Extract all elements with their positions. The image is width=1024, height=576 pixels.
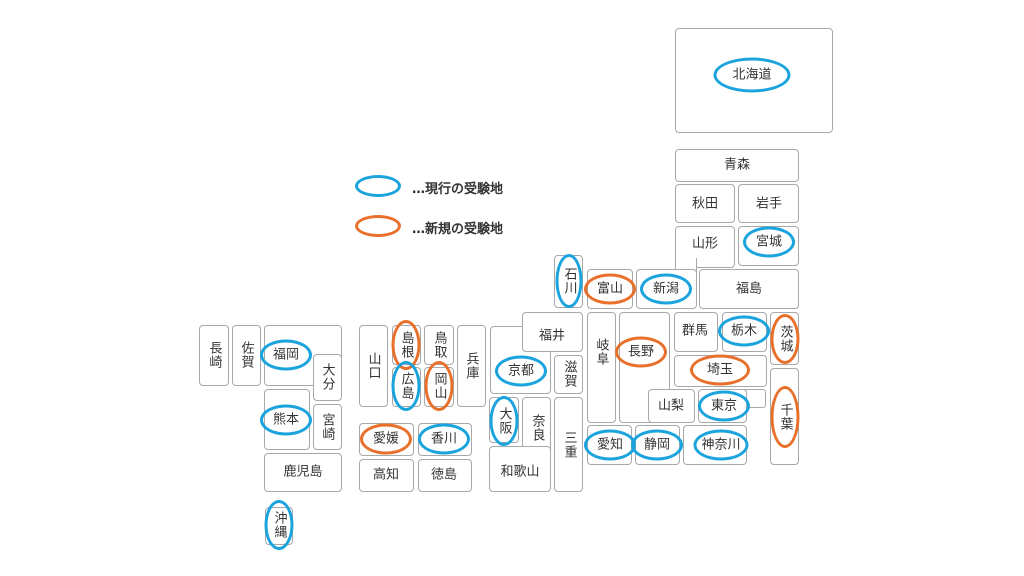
pref-label-kumamoto: 熊本 — [259, 404, 313, 436]
pref-label-saitama: 埼玉 — [689, 354, 751, 386]
pref-label-ibaraki: 茨城 — [770, 314, 800, 364]
pref-label-okayama: 岡山 — [424, 361, 454, 411]
pref-label-miyazaki: 宮崎 — [319, 413, 335, 441]
pref-label-gunma: 群馬 — [681, 323, 709, 339]
pref-label-nagasaki: 長崎 — [206, 341, 222, 369]
pref-label-tochigi: 栃木 — [717, 315, 771, 347]
pref-label-wakayama: 和歌山 — [500, 464, 540, 480]
legend-current-marker — [355, 175, 401, 197]
pref-label-aomori: 青森 — [723, 157, 751, 173]
pref-label-shiga: 滋賀 — [561, 360, 577, 388]
pref-label-yamanashi: 山梨 — [657, 398, 685, 414]
pref-box-yamaguchi — [359, 325, 388, 407]
pref-label-aichi: 愛知 — [583, 429, 637, 461]
pref-box-saga — [232, 325, 261, 386]
pref-label-shizuoka: 静岡 — [630, 429, 684, 461]
pref-box-wakayama — [489, 446, 551, 492]
pref-label-fukui: 福井 — [538, 328, 566, 344]
pref-label-kochi: 高知 — [372, 467, 400, 483]
pref-box-oita — [313, 354, 342, 401]
pref-label-niigata: 新潟 — [639, 273, 693, 305]
pref-box-nagasaki — [199, 325, 229, 386]
pref-label-akita: 秋田 — [691, 196, 719, 212]
pref-label-ehime: 愛媛 — [359, 423, 413, 455]
pref-label-tokyo: 東京 — [697, 390, 751, 422]
pref-box-tokushima — [418, 459, 472, 492]
pref-box-yamanashi — [648, 389, 695, 423]
pref-label-fukuoka: 福岡 — [259, 339, 313, 371]
pref-label-hokkaido: 北海道 — [713, 57, 791, 93]
pref-box-kochi — [359, 459, 414, 492]
pref-label-hiroshima: 広島 — [391, 361, 421, 411]
pref-label-hyogo: 兵庫 — [463, 352, 479, 380]
pref-label-chiba: 千葉 — [770, 386, 800, 448]
pref-box-mie — [554, 397, 583, 492]
pref-label-fukushima: 福島 — [735, 281, 763, 297]
legend-new-label: …新規の受験地 — [412, 222, 504, 237]
pref-label-osaka: 大阪 — [489, 396, 519, 446]
pref-label-miyagi: 宮城 — [742, 226, 796, 258]
pref-label-tokushima: 徳島 — [430, 467, 458, 483]
pref-label-kyoto: 京都 — [494, 355, 548, 387]
pref-box-fukui — [522, 312, 583, 352]
pref-box-gunma — [674, 312, 718, 352]
pref-box-gifu — [587, 312, 616, 423]
pref-label-mie: 三重 — [561, 431, 577, 459]
pref-label-nagano: 長野 — [614, 336, 668, 368]
pref-label-yamagata: 山形 — [691, 236, 719, 252]
pref-label-tottori: 鳥取 — [431, 331, 447, 359]
pref-box-kagoshima — [264, 453, 342, 492]
pref-box-miyazaki — [313, 404, 342, 450]
pref-label-ishikawa: 石川 — [555, 254, 583, 308]
pref-box-tottori — [424, 325, 454, 365]
pref-label-nara: 奈良 — [529, 414, 545, 442]
pref-box-aomori — [675, 149, 799, 182]
pref-label-saga: 佐賀 — [238, 341, 254, 369]
pref-label-kagawa: 香川 — [417, 423, 471, 455]
pref-label-toyama: 富山 — [583, 273, 637, 305]
pref-label-okinawa: 沖縄 — [264, 500, 294, 550]
pref-label-yamaguchi: 山口 — [365, 352, 381, 380]
pref-box-iwate — [738, 184, 799, 223]
legend-new-marker — [355, 215, 401, 237]
pref-box-hyogo — [457, 325, 486, 407]
pref-box-akita — [675, 184, 735, 223]
pref-label-kanagawa: 神奈川 — [693, 429, 749, 461]
legend-current-label: …現行の受験地 — [412, 182, 504, 197]
pref-label-gifu: 岐阜 — [593, 338, 609, 366]
pref-label-iwate: 岩手 — [755, 196, 783, 212]
pref-label-kagoshima: 鹿児島 — [283, 464, 323, 480]
pref-box-fukushima — [699, 269, 799, 309]
pref-label-oita: 大分 — [319, 363, 335, 391]
pref-box-shiga — [554, 355, 583, 394]
